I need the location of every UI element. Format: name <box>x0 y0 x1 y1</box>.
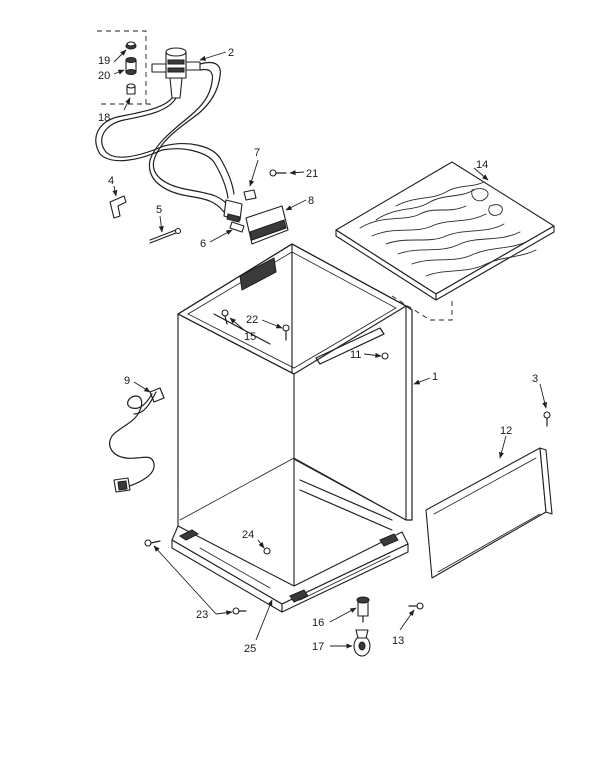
fill-hoses <box>95 61 235 213</box>
screw-part-3 <box>543 411 551 427</box>
callout-2: 2 <box>228 47 234 59</box>
screw-part-11 <box>381 352 389 360</box>
leveling-leg-part-16 <box>356 596 370 623</box>
callout-23: 23 <box>196 609 208 621</box>
callout-25: 25 <box>244 643 256 655</box>
top-panel-part-14 <box>335 161 555 301</box>
mounting-plate-part-8 <box>245 205 289 245</box>
callout-20: 20 <box>98 70 110 82</box>
callout-15: 15 <box>244 331 256 343</box>
callout-7: 7 <box>254 147 260 159</box>
screw-part-13 <box>408 602 424 610</box>
callout-14: 14 <box>476 159 488 171</box>
screw-part-24 <box>263 547 271 555</box>
callout-17: 17 <box>312 641 324 653</box>
callout-11: 11 <box>350 349 361 361</box>
leader-lines <box>112 49 548 649</box>
valve-washer-part-19 <box>125 41 137 50</box>
hose-end-part-6 <box>223 199 245 233</box>
screw-part-15 <box>221 309 229 325</box>
bracket-part-4 <box>109 195 127 219</box>
callout-22: 22 <box>246 314 258 326</box>
front-panel-part-12 <box>425 447 553 579</box>
top-alignment-dashes <box>391 295 453 321</box>
callout-12: 12 <box>500 425 512 437</box>
valve-fitting-part-18 <box>126 83 136 95</box>
base-frame-part-25 <box>171 525 409 613</box>
cabinet-part-1 <box>177 243 413 591</box>
callout-21: 21 <box>306 168 318 180</box>
callout-labels: 2 19 20 18 4 5 7 21 8 6 14 22 15 11 1 3 … <box>98 47 538 655</box>
callout-13: 13 <box>392 635 404 647</box>
callout-9: 9 <box>124 375 130 387</box>
caster-part-17 <box>353 629 371 657</box>
valve-screen-part-20 <box>125 57 137 75</box>
callout-6: 6 <box>200 238 206 250</box>
callout-4: 4 <box>108 175 114 187</box>
water-valve-part-2 <box>151 47 201 99</box>
screw-part-21 <box>269 169 287 177</box>
callout-24: 24 <box>242 529 254 541</box>
callout-19: 19 <box>98 55 110 67</box>
callout-18: 18 <box>98 112 110 124</box>
callout-1: 1 <box>432 371 438 383</box>
screw-part-22 <box>282 324 290 341</box>
clamp-part-5 <box>149 227 182 244</box>
callout-8: 8 <box>308 195 314 207</box>
power-cord-part-9 <box>109 387 165 493</box>
callout-16: 16 <box>312 617 324 629</box>
hose-clip-part-7 <box>243 189 257 201</box>
callout-5: 5 <box>156 204 162 216</box>
screw-part-23 <box>144 539 247 615</box>
water-inlet-valve-group <box>95 30 257 233</box>
callout-3: 3 <box>532 373 538 385</box>
